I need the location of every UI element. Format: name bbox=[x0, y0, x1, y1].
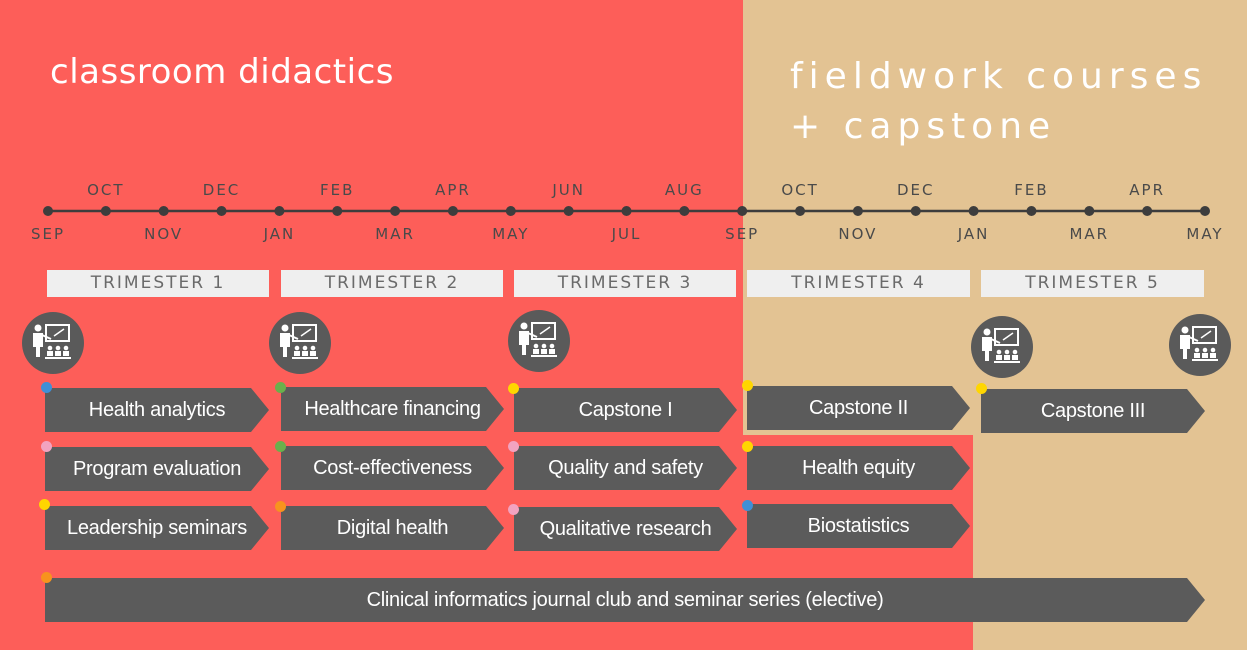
category-dot-yellow bbox=[742, 441, 753, 452]
category-dot-yellow bbox=[39, 499, 50, 510]
course-qualitative-research: Qualitative research bbox=[514, 507, 737, 551]
month-label-lower: NOV bbox=[838, 225, 877, 243]
month-label-lower: JUL bbox=[611, 225, 642, 243]
trimester-1-label: TRIMESTER 1 bbox=[47, 270, 269, 297]
course-leadership-seminars: Leadership seminars bbox=[45, 506, 269, 550]
month-tick bbox=[100, 206, 111, 216]
month-tick bbox=[390, 206, 401, 216]
course-quality-and-safety: Quality and safety bbox=[514, 446, 737, 490]
month-tick bbox=[621, 206, 632, 216]
fieldwork-heading: fieldwork courses + capstone bbox=[790, 56, 1208, 147]
category-dot-blue bbox=[41, 382, 52, 393]
month-tick bbox=[43, 206, 53, 216]
month-tick bbox=[795, 206, 806, 216]
classroom-teacher-icon bbox=[508, 310, 570, 372]
month-tick bbox=[737, 206, 748, 216]
month-label-lower: JAN bbox=[263, 225, 296, 243]
classroom-heading: classroom didactics bbox=[50, 52, 394, 92]
month-label-lower: MAY bbox=[1186, 225, 1223, 243]
classroom-teacher-icon bbox=[22, 312, 84, 374]
month-label-lower: MAY bbox=[492, 225, 529, 243]
category-dot-yellow bbox=[976, 383, 987, 394]
classroom-teacher-icon bbox=[269, 312, 331, 374]
classroom-teacher-icon bbox=[971, 316, 1033, 378]
category-dot-blue bbox=[742, 500, 753, 511]
month-tick bbox=[447, 206, 458, 216]
course-biostatistics: Biostatistics bbox=[747, 504, 970, 548]
course-health-equity: Health equity bbox=[747, 446, 970, 490]
course-capstone-1: Capstone I bbox=[514, 388, 737, 432]
month-label-upper: DEC bbox=[203, 181, 241, 199]
month-label-lower: SEP bbox=[725, 225, 759, 243]
trimester-4-label: TRIMESTER 4 bbox=[747, 270, 970, 297]
month-tick bbox=[332, 206, 343, 216]
trimester-3-label: TRIMESTER 3 bbox=[514, 270, 736, 297]
category-dot-green bbox=[275, 441, 286, 452]
month-tick bbox=[679, 206, 690, 216]
month-tick bbox=[910, 206, 921, 216]
course-capstone-3: Capstone III bbox=[981, 389, 1205, 433]
month-label-lower: MAR bbox=[1069, 225, 1109, 243]
category-dot-pink bbox=[508, 441, 519, 452]
course-digital-health: Digital health bbox=[281, 506, 504, 550]
category-dot-green bbox=[275, 382, 286, 393]
month-tick bbox=[1200, 206, 1210, 216]
category-dot-pink bbox=[508, 504, 519, 515]
course-program-evaluation: Program evaluation bbox=[45, 447, 269, 491]
month-tick bbox=[505, 206, 516, 216]
month-label-upper: APR bbox=[1129, 181, 1165, 199]
month-tick bbox=[968, 206, 979, 216]
trimester-2-label: TRIMESTER 2 bbox=[281, 270, 503, 297]
course-elective-journal-club: Clinical informatics journal club and se… bbox=[45, 578, 1205, 622]
month-tick bbox=[158, 206, 169, 216]
month-tick bbox=[1142, 206, 1153, 216]
category-dot-orange bbox=[275, 501, 286, 512]
month-label-upper: JUN bbox=[551, 181, 585, 199]
month-label-upper: AUG bbox=[665, 181, 704, 199]
month-label-lower: MAR bbox=[375, 225, 415, 243]
category-dot-pink bbox=[41, 441, 52, 452]
month-label-lower: NOV bbox=[144, 225, 183, 243]
month-timeline: OCT DEC FEB APR JUN AUG OCT DEC FEB APR SEP NOV JAN… bbox=[31, 181, 1223, 243]
month-label-upper: OCT bbox=[87, 181, 124, 199]
month-tick bbox=[852, 206, 863, 216]
month-label-lower: JAN bbox=[957, 225, 990, 243]
month-label-lower: SEP bbox=[31, 225, 65, 243]
classroom-phase-background bbox=[0, 0, 743, 650]
month-tick bbox=[216, 206, 227, 216]
category-dot-yellow bbox=[508, 383, 519, 394]
classroom-teacher-icon bbox=[1169, 314, 1231, 376]
month-label-upper: FEB bbox=[320, 181, 354, 199]
month-tick bbox=[1026, 206, 1037, 216]
course-cost-effectiveness: Cost-effectiveness bbox=[281, 446, 504, 490]
course-health-analytics: Health analytics bbox=[45, 388, 269, 432]
month-tick bbox=[274, 206, 285, 216]
course-capstone-2: Capstone II bbox=[747, 386, 970, 430]
month-label-upper: APR bbox=[435, 181, 471, 199]
month-tick bbox=[563, 206, 574, 216]
course-healthcare-financing: Healthcare financing bbox=[281, 387, 504, 431]
category-dot-orange bbox=[41, 572, 52, 583]
month-label-upper: DEC bbox=[897, 181, 935, 199]
trimester-5-label: TRIMESTER 5 bbox=[981, 270, 1204, 297]
category-dot-yellow bbox=[742, 380, 753, 391]
month-label-upper: FEB bbox=[1014, 181, 1048, 199]
month-label-upper: OCT bbox=[781, 181, 818, 199]
month-tick bbox=[1084, 206, 1095, 216]
